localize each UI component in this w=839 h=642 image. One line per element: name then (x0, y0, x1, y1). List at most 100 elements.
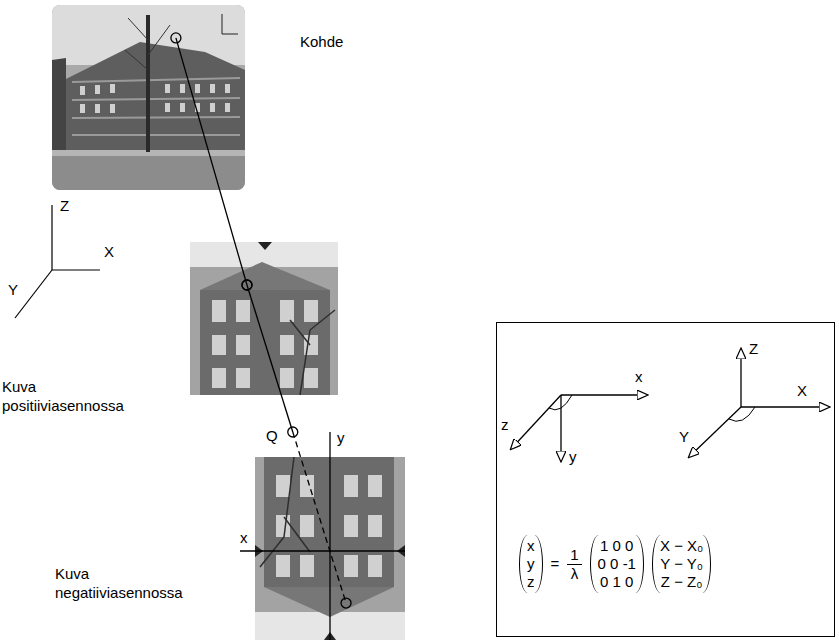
equation-term: X − X₀ (660, 537, 703, 555)
photo-caption: Kuva negatiiviasennossa (55, 565, 205, 603)
photo-detail (264, 457, 394, 587)
ray-segment (293, 432, 346, 603)
equation-term: 1 0 0 (600, 537, 633, 555)
photo-frame: Kohde (52, 5, 245, 190)
formula-box: xzyZXYxyz=1λ1 0 00 0 -10 1 0X − X₀Y − Y₀… (496, 322, 835, 637)
image-axes (240, 432, 405, 640)
fiducial-mark (258, 242, 272, 250)
photo-detail (310, 310, 335, 330)
photo-detail (72, 117, 240, 118)
ray-line (176, 38, 247, 285)
photo-detail (212, 300, 226, 322)
photo-detail (212, 368, 226, 388)
photo-detail (284, 457, 294, 537)
photo-detail (280, 335, 294, 355)
photo-detail (276, 475, 290, 497)
world-axes (15, 205, 100, 318)
photo-detail (284, 517, 310, 552)
photo-detail (195, 84, 200, 93)
equation: xyz=1λ1 0 00 0 -10 1 0X − X₀Y − Y₀Z − Z₀ (519, 535, 711, 593)
photo-detail (368, 515, 382, 537)
equation-term: 0 0 -1 (598, 555, 636, 573)
axis-arrow (561, 394, 647, 395)
axis-label: X (797, 383, 807, 400)
image-point (242, 280, 252, 290)
photo-detail (52, 150, 245, 190)
photo-detail (210, 103, 215, 112)
photo-detail (280, 368, 294, 388)
photo-detail (72, 134, 240, 136)
photo-detail (344, 555, 358, 577)
image-vector: xyz (519, 535, 543, 593)
photo-detail (146, 15, 150, 152)
equals-sign: = (551, 555, 560, 573)
photo-detail (80, 86, 85, 95)
axis-arrow (689, 407, 741, 457)
photo-detail (128, 18, 148, 40)
photo-detail (236, 335, 250, 355)
photo-detail (52, 58, 66, 152)
photo-detail (190, 242, 338, 395)
photo-detail (110, 84, 115, 93)
axis-label: Z (60, 198, 69, 215)
photo-caption: Kohde (300, 33, 380, 52)
rotation-matrix: 1 0 00 0 -10 1 0 (590, 535, 644, 593)
axis-label: y (337, 430, 345, 447)
photo-detail (368, 555, 382, 577)
photo-detail (222, 14, 223, 34)
photo-detail (165, 103, 170, 112)
photo-detail (329, 432, 330, 640)
object-vector: X − X₀Y − Y₀Z − Z₀ (652, 535, 711, 593)
photo-detail (300, 515, 314, 537)
axis-label: z (501, 417, 509, 434)
photo-detail (180, 103, 185, 112)
axis-arrow (560, 395, 561, 461)
photo-frame: Kuva negatiiviasennossa (255, 457, 405, 640)
photo-detail (276, 475, 382, 577)
positive-photo (190, 242, 338, 395)
photo-detail (52, 5, 245, 190)
fraction-numerator: 1 (567, 546, 581, 565)
photo-detail (300, 555, 314, 577)
photo-detail (212, 335, 226, 355)
photo-detail (210, 84, 215, 93)
photo-detail (52, 269, 100, 270)
photo-detail (240, 550, 405, 551)
photo-detail (222, 34, 238, 35)
axis-label: Y (8, 282, 18, 299)
ray-segment (247, 285, 293, 432)
photo-detail (304, 300, 318, 322)
photo-detail (72, 78, 240, 82)
photo-detail (72, 78, 240, 135)
scale-fraction: 1λ (567, 546, 581, 583)
photo-detail (51, 205, 52, 270)
photo-detail (236, 300, 250, 322)
equation-term: y (527, 555, 535, 573)
object-photo (52, 5, 245, 190)
equation-term: Z − Z₀ (661, 573, 703, 591)
photo-detail (125, 18, 170, 70)
photo-detail (125, 50, 148, 70)
equation-term: Y − Y₀ (660, 555, 703, 573)
fraction-denominator: λ (571, 565, 579, 583)
photo-detail (225, 103, 230, 112)
photo-detail (276, 555, 290, 577)
axis-label: y (569, 449, 577, 466)
rotation-arc (549, 395, 572, 410)
photo-detail (236, 368, 250, 388)
photo-detail (60, 42, 245, 152)
photo-detail (200, 262, 330, 290)
ray-line (247, 285, 346, 603)
projection-centre-label: Q (266, 428, 278, 445)
photo-detail (304, 368, 318, 388)
photo-detail (276, 515, 290, 537)
axis-label: Z (749, 341, 758, 358)
photo-caption: Kuva positiiviasennossa (2, 378, 152, 416)
photo-detail (148, 25, 170, 55)
photo-detail (260, 537, 284, 567)
photo-detail (225, 84, 230, 93)
photo-detail (80, 84, 230, 113)
ray-segment (176, 38, 247, 285)
equation-term: x (527, 537, 535, 555)
photo-detail (95, 104, 100, 113)
